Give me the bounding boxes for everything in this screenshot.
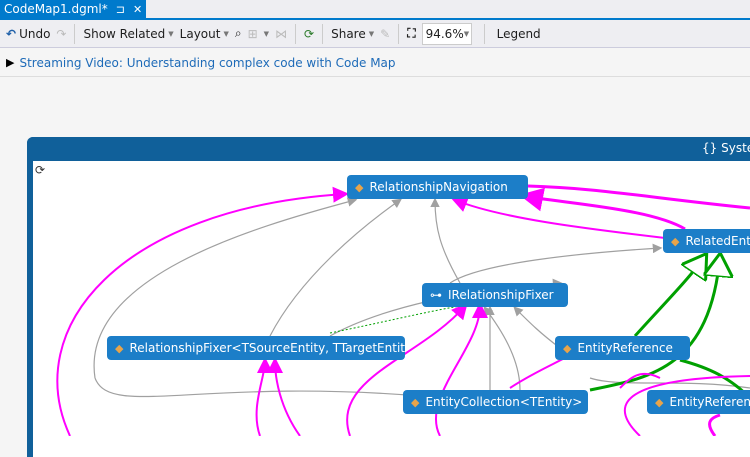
edge <box>708 413 721 436</box>
class-icon: ◆ <box>671 234 680 248</box>
node-label: EntityCollection<TEntity> <box>425 395 583 409</box>
group-title: System <box>721 141 750 155</box>
video-icon: ▶ <box>6 56 15 69</box>
edge <box>434 302 488 436</box>
show-related-button[interactable]: Show Related▼ <box>83 27 173 41</box>
node-entity-reference-generic[interactable]: ◆ EntityReference <box>647 390 750 414</box>
separator <box>483 23 485 44</box>
chevron-down-icon: ▼ <box>223 29 229 38</box>
chevron-down-icon[interactable]: ▼ <box>263 29 270 38</box>
legend-button[interactable]: Legend <box>497 27 541 41</box>
edge <box>346 302 468 436</box>
edge <box>483 306 521 391</box>
separator <box>398 23 400 44</box>
edge <box>633 256 705 337</box>
node-entity-reference[interactable]: ◆ EntityReference <box>555 336 690 360</box>
split-icon[interactable]: ⋈ <box>275 26 288 41</box>
document-tab[interactable]: CodeMap1.dgml* ⊐ ✕ <box>0 0 147 18</box>
node-label: EntityReference <box>669 395 750 409</box>
edge <box>329 305 461 334</box>
edge <box>94 377 421 398</box>
edge <box>267 357 301 436</box>
edge <box>269 198 402 337</box>
node-relationship-navigation[interactable]: ◆ RelationshipNavigation <box>347 175 528 199</box>
interface-icon: ⊶ <box>430 288 442 302</box>
edge <box>619 372 661 389</box>
pin-icon[interactable]: ⊐ <box>115 2 125 16</box>
edge <box>589 256 720 392</box>
node-label: EntityReference <box>577 341 673 355</box>
redo-icon[interactable]: ↷ <box>56 26 67 41</box>
separator <box>322 23 324 44</box>
edge <box>451 197 666 239</box>
node-irelationship-fixer[interactable]: ⊶ IRelationshipFixer <box>422 283 568 307</box>
comment-icon[interactable]: ✎ <box>380 26 391 41</box>
share-label: Share <box>331 26 366 41</box>
edge <box>430 197 461 284</box>
edge <box>623 375 750 436</box>
chevron-down-icon: ▼ <box>368 29 375 38</box>
class-icon: ◆ <box>655 395 664 409</box>
node-related-entity[interactable]: ◆ RelatedEntity <box>663 229 750 253</box>
separator <box>295 23 297 44</box>
edge <box>449 243 663 284</box>
chevron-down-icon: ▼ <box>168 29 174 38</box>
share-button[interactable]: Share▼ <box>331 27 374 41</box>
zoom-select[interactable]: 94.6%▼ <box>421 22 472 45</box>
separator <box>74 23 76 44</box>
undo-button[interactable]: ↶Undo <box>6 27 50 41</box>
refresh-icon[interactable]: ⟳ <box>304 26 315 41</box>
edge <box>589 377 750 389</box>
edge <box>255 357 273 436</box>
node-label: RelationshipFixer<TSourceEntity, TTarget… <box>129 341 405 355</box>
edge <box>527 184 750 210</box>
edge <box>519 187 686 231</box>
group-header[interactable]: {} System <box>27 137 750 161</box>
class-icon: ◆ <box>411 395 420 409</box>
class-icon: ◆ <box>563 341 572 355</box>
node-label: IRelationshipFixer <box>448 288 554 302</box>
undo-icon: ↶ <box>6 26 17 41</box>
class-icon: ◆ <box>355 180 364 194</box>
show-related-label: Show Related <box>83 26 166 41</box>
class-icon: ◆ <box>115 341 124 355</box>
layout-label: Layout <box>179 26 221 41</box>
toolbar: ↶Undo ↷ Show Related▼ Layout▼ ⌕ ⊞▼ ⋈ ⟳ S… <box>0 20 750 48</box>
node-label: RelationshipNavigation <box>369 180 508 194</box>
info-bar: ▶ Streaming Video: Understanding complex… <box>0 49 750 77</box>
edge <box>93 197 358 379</box>
node-relationship-fixer[interactable]: ◆ RelationshipFixer<TSourceEntity, TTarge… <box>107 336 405 360</box>
streaming-video-link[interactable]: Streaming Video: Understanding complex c… <box>19 55 396 70</box>
edge <box>513 306 561 349</box>
namespace-icon: {} <box>702 141 718 155</box>
code-map-canvas[interactable]: {} System ⟳ ◆ RelationshipNavigation ◆ Rel… <box>0 78 750 457</box>
zoom-to-fit-icon[interactable]: ⛶ <box>407 26 416 40</box>
edge <box>56 186 349 436</box>
node-label: RelatedEntity <box>685 234 750 248</box>
legend-label: Legend <box>496 26 541 41</box>
edges <box>20 183 750 436</box>
tab-title: CodeMap1.dgml* <box>4 2 108 16</box>
edge <box>20 183 310 436</box>
close-icon[interactable]: ✕ <box>132 2 143 16</box>
zoom-value: 94.6% <box>425 26 464 41</box>
document-tab-bar: CodeMap1.dgml* ⊐ ✕ <box>0 0 750 20</box>
filter-icon[interactable]: ⊞ <box>247 26 258 41</box>
chevron-down-icon: ▼ <box>463 29 470 38</box>
node-entity-collection[interactable]: ◆ EntityCollection<TEntity> <box>403 390 588 414</box>
undo-label: Undo <box>19 26 51 41</box>
layout-button[interactable]: Layout▼ <box>180 27 229 41</box>
refresh-icon[interactable]: ⟳ <box>35 163 46 177</box>
find-icon[interactable]: ⌕ <box>234 26 242 40</box>
